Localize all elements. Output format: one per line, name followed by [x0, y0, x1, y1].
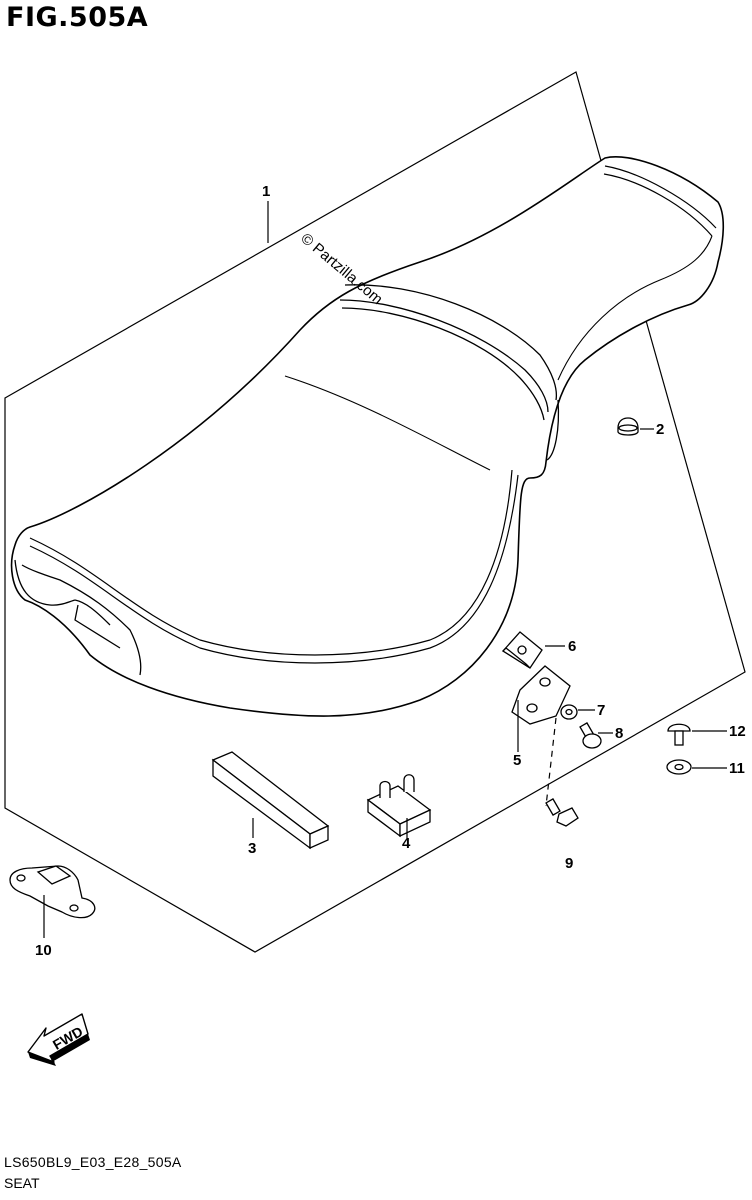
bolt-9-part[interactable] — [545, 798, 579, 827]
washer-11-part[interactable] — [666, 759, 692, 775]
callout-5[interactable]: 5 — [513, 752, 521, 769]
callout-9[interactable]: 9 — [565, 855, 573, 872]
diagram-boundary — [4, 71, 746, 953]
bumper-block-part[interactable] — [366, 774, 432, 838]
screw-12-part[interactable] — [667, 723, 691, 746]
spacer-bar-part[interactable] — [211, 751, 330, 850]
callout-6[interactable]: 6 — [568, 638, 576, 655]
leader-lines — [43, 201, 727, 938]
assembly-dash-line — [545, 717, 557, 807]
section-name: SEAT — [4, 1175, 40, 1191]
clip-nut-part[interactable] — [501, 631, 543, 669]
fwd-arrow-icon: FWD — [27, 1013, 90, 1066]
washer-part[interactable] — [560, 704, 578, 720]
callout-1[interactable]: 1 — [262, 183, 270, 200]
callout-8[interactable]: 8 — [615, 725, 623, 742]
bracket-plate-part[interactable] — [511, 665, 571, 725]
callout-4[interactable]: 4 — [402, 835, 411, 852]
seat-part[interactable] — [10, 156, 725, 717]
callout-10[interactable]: 10 — [35, 942, 52, 959]
callout-2[interactable]: 2 — [656, 421, 664, 438]
bolt-8-part[interactable] — [579, 722, 602, 749]
cushion-part[interactable] — [617, 417, 639, 436]
model-code: LS650BL9_E03_E28_505A — [4, 1154, 182, 1170]
callout-7[interactable]: 7 — [597, 702, 605, 719]
callout-12[interactable]: 12 — [729, 723, 746, 740]
callout-3[interactable]: 3 — [248, 840, 256, 857]
callout-11[interactable]: 11 — [729, 760, 745, 777]
figure-title: FIG.505A — [6, 2, 149, 33]
mounting-bracket-part[interactable] — [9, 865, 96, 919]
